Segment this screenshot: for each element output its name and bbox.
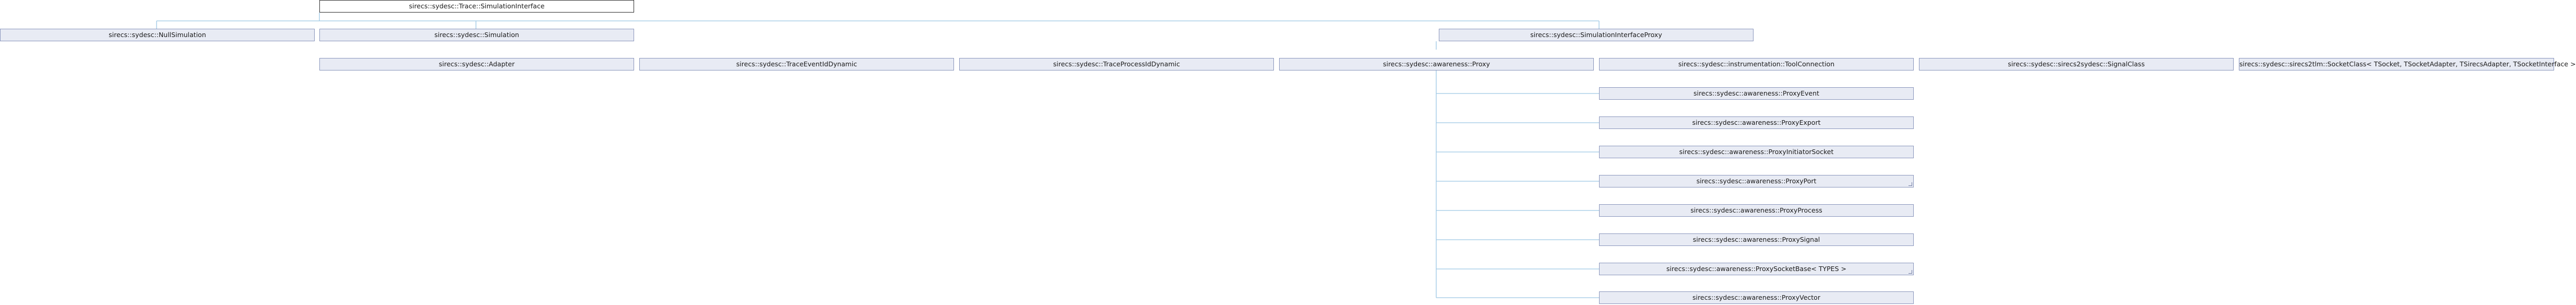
class-node-socket-class[interactable]: sirecs::sydesc::sirecs2tlm::SocketClass<…	[2239, 58, 2576, 71]
class-node-simulation-interface[interactable]: sirecs::sydesc::Trace::SimulationInterfa…	[319, 0, 634, 13]
class-node-simulation[interactable]: sirecs::sydesc::Simulation	[319, 29, 634, 41]
class-node-adapter[interactable]: sirecs::sydesc::Adapter	[319, 58, 634, 71]
class-node-awareness-proxy[interactable]: sirecs::sydesc::awareness::Proxy	[1279, 58, 1594, 71]
class-node-proxy-export[interactable]: sirecs::sydesc::awareness::ProxyExport	[1599, 116, 1914, 129]
class-node-proxy-event[interactable]: sirecs::sydesc::awareness::ProxyEvent	[1599, 87, 1914, 100]
class-node-simulation-interface-proxy[interactable]: sirecs::sydesc::SimulationInterfaceProxy	[1439, 29, 1754, 41]
edge-root-to-null-simulation	[156, 13, 1599, 29]
inheritance-edges	[156, 13, 1600, 298]
class-node-signal-class[interactable]: sirecs::sydesc::sirecs2sydesc::SignalCla…	[1919, 58, 2234, 71]
class-node-proxy-vector[interactable]: sirecs::sydesc::awareness::ProxyVector	[1599, 291, 1914, 304]
class-node-trace-event-id-dynamic[interactable]: sirecs::sydesc::TraceEventIdDynamic	[639, 58, 954, 71]
class-node-proxy-process[interactable]: sirecs::sydesc::awareness::ProxyProcess	[1599, 204, 1914, 217]
class-node-proxy-socket-base[interactable]: sirecs::sydesc::awareness::ProxySocketBa…	[1599, 263, 1914, 275]
class-node-proxy-signal[interactable]: sirecs::sydesc::awareness::ProxySignal	[1599, 233, 1914, 246]
class-node-proxy-initiator-socket[interactable]: sirecs::sydesc::awareness::ProxyInitiato…	[1599, 146, 1914, 158]
class-node-proxy-port[interactable]: sirecs::sydesc::awareness::ProxyPort	[1599, 175, 1914, 187]
class-node-null-simulation[interactable]: sirecs::sydesc::NullSimulation	[0, 29, 315, 41]
class-node-trace-process-id-dynamic[interactable]: sirecs::sydesc::TraceProcessIdDynamic	[959, 58, 1274, 71]
class-node-tool-connection[interactable]: sirecs::sydesc::instrumentation::ToolCon…	[1599, 58, 1914, 71]
